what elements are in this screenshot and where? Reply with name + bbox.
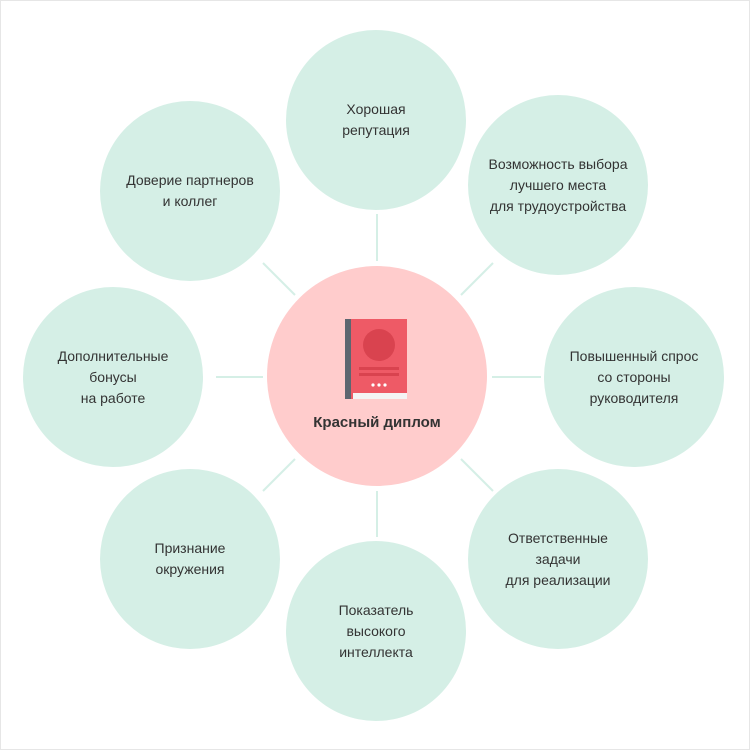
benefit-label: Повышенный спрос со стороны руководителя	[569, 347, 699, 406]
benefit-label: Ответственные задачи для реализации	[505, 529, 611, 588]
connector-bottom-left	[262, 458, 296, 492]
benefit-circle-reputation: Хорошая репутация	[286, 30, 466, 210]
benefit-circle-trust: Доверие партнеров и коллег	[100, 101, 280, 281]
benefit-label: Показатель высокого интеллекта	[338, 601, 414, 660]
benefit-circle-job-choice: Возможность выбора лучшего места для тру…	[468, 95, 648, 275]
diploma-book-icon	[345, 319, 407, 399]
connector-top-right	[460, 262, 494, 296]
benefit-circle-responsible-tasks: Ответственные задачи для реализации	[468, 469, 648, 649]
benefit-circle-bonuses: Дополнительные бонусы на работе	[23, 287, 203, 467]
benefit-circle-recognition: Признание окружения	[100, 469, 280, 649]
benefit-circle-manager-demand: Повышенный спрос со стороны руководителя	[544, 287, 724, 467]
benefit-label: Дополнительные бонусы на работе	[57, 347, 169, 406]
benefit-label: Хорошая репутация	[342, 101, 410, 138]
benefit-circle-intellect: Показатель высокого интеллекта	[286, 541, 466, 721]
benefit-label: Доверие партнеров и коллег	[126, 172, 254, 209]
benefit-label: Признание окружения	[154, 540, 226, 577]
connector-bottom-right	[460, 458, 494, 492]
center-title: Красный диплом	[313, 414, 441, 431]
connector-top-left	[262, 262, 296, 296]
center-circle: Красный диплом	[267, 266, 487, 486]
benefit-label: Возможность выбора лучшего места для тру…	[488, 155, 628, 214]
